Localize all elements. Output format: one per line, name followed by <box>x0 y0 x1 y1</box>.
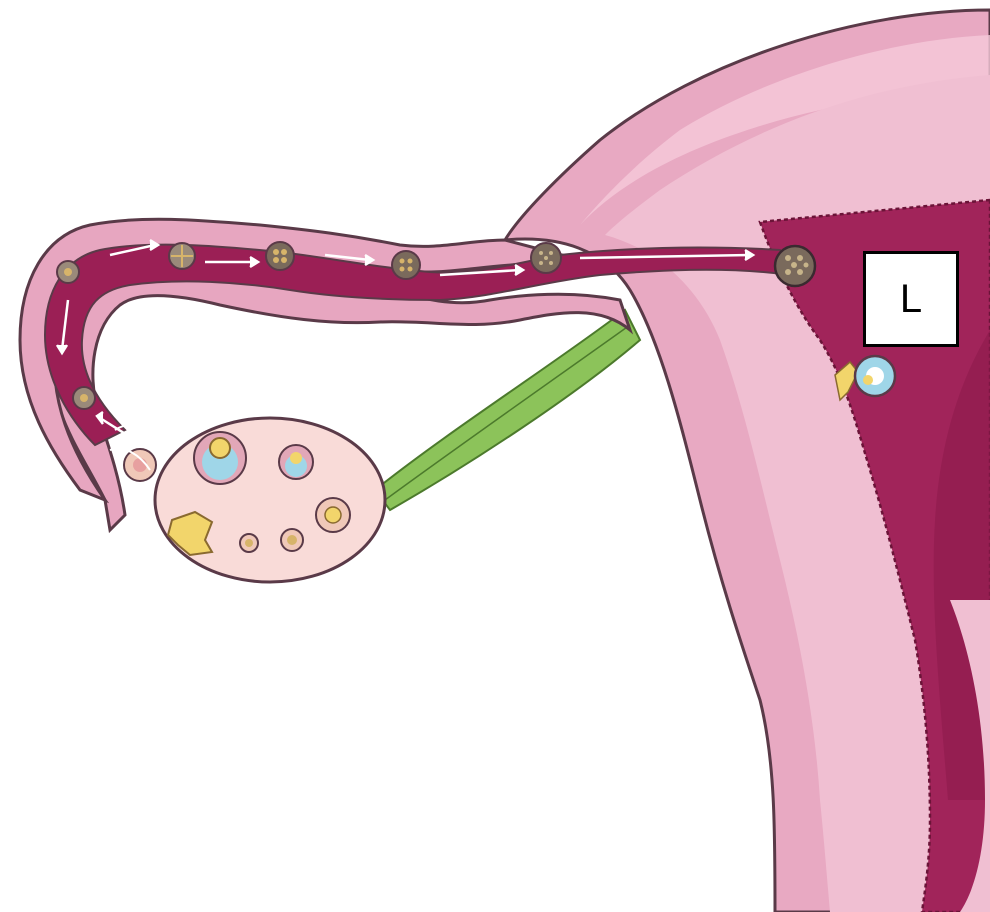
follicle-icon <box>281 529 303 551</box>
embryo-icon <box>169 243 195 269</box>
corpus-luteum <box>168 512 212 555</box>
follicle-icon <box>194 432 246 484</box>
embryo-icon <box>73 387 95 409</box>
follicle-icon <box>316 498 350 532</box>
embryo-icon <box>266 242 294 270</box>
morula-icon <box>775 246 815 286</box>
embryo-icon <box>392 251 420 279</box>
label-box-l: L <box>863 251 959 347</box>
follicle-icon <box>279 445 313 479</box>
ligament-stripe <box>385 325 630 500</box>
ovary <box>155 418 385 582</box>
ovarian-ligament <box>375 310 640 510</box>
follicle-icon <box>240 534 258 552</box>
embryo-icon <box>531 243 561 273</box>
label-l-text: L <box>900 279 922 319</box>
ovulating-follicle-icon <box>124 449 156 481</box>
embryo-icon <box>57 261 79 283</box>
